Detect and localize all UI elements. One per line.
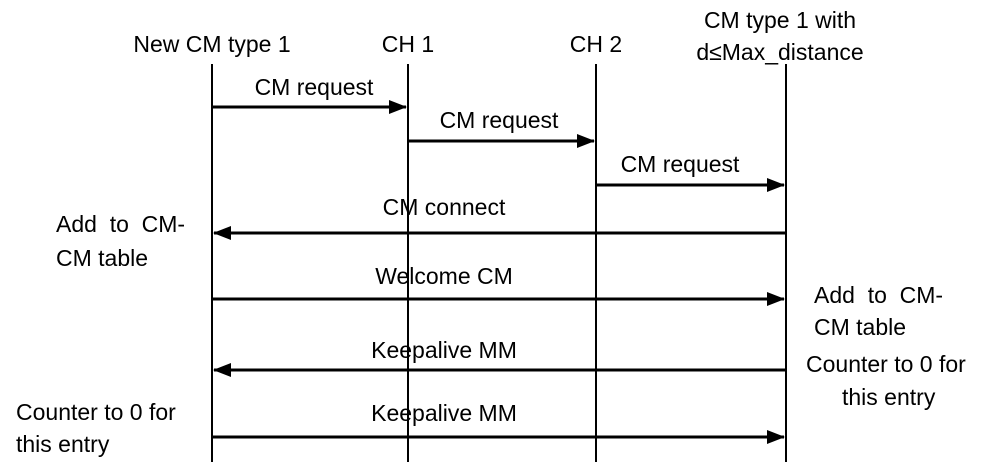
note-counter-reset-right-line2: this entry: [842, 384, 936, 410]
message-label-4: CM connect: [383, 194, 506, 220]
note-add-to-cm-table-right-line2: CM table: [814, 314, 906, 340]
note-add-to-cm-table-left-line2: CM table: [56, 245, 148, 271]
participant-ch2-label: CH 2: [570, 31, 622, 57]
participant-cm-type-1-label-line2: d≤Max_distance: [696, 39, 863, 65]
message-label-2: CM request: [440, 107, 559, 133]
message-label-3: CM request: [621, 151, 740, 177]
message-label-5: Welcome CM: [375, 263, 513, 289]
message-label-1: CM request: [255, 74, 374, 100]
note-add-to-cm-table-right-line1: Add to CM-: [814, 282, 943, 308]
participant-ch1-label: CH 1: [382, 31, 434, 57]
message-label-7: Keepalive MM: [371, 400, 517, 426]
note-counter-reset-left-line2: this entry: [16, 431, 110, 457]
participant-cm-type-1-label-line1: CM type 1 with: [704, 7, 856, 33]
participant-new-cm-type-1-label: New CM type 1: [133, 31, 290, 57]
note-counter-reset-left-line1: Counter to 0 for: [16, 399, 176, 425]
message-label-6: Keepalive MM: [371, 337, 517, 363]
note-counter-reset-right-line1: Counter to 0 for: [806, 351, 966, 377]
note-add-to-cm-table-left-line1: Add to CM-: [56, 211, 185, 237]
